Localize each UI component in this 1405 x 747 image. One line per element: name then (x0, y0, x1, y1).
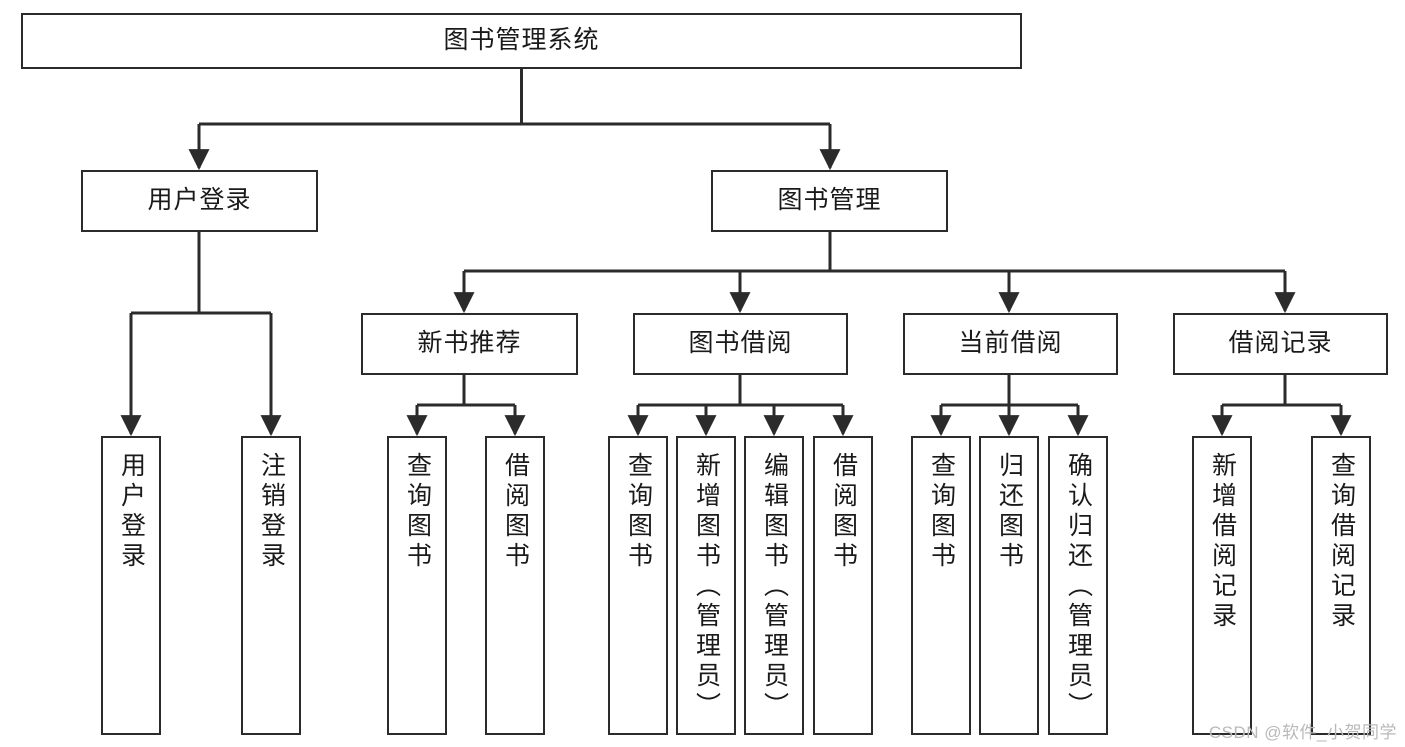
node-label: 图书管理 (777, 186, 882, 215)
node-user-login[interactable]: 用户登录 (81, 170, 318, 232)
node-label: 编辑图书（管理员） (760, 452, 789, 722)
node-label: 查询图书 (927, 452, 956, 572)
node-current-borrow[interactable]: 当前借阅 (903, 313, 1118, 375)
leaf-borrow-record-query[interactable]: 查询借阅记录 (1311, 436, 1371, 735)
node-label: 用户登录 (147, 186, 252, 215)
leaf-user-login-logout[interactable]: 注销登录 (241, 436, 301, 735)
node-label: 归还图书 (995, 452, 1024, 572)
leaf-current-borrow-query[interactable]: 查询图书 (911, 436, 971, 735)
node-label: 新增图书（管理员） (692, 452, 721, 722)
leaf-book-borrow-add[interactable]: 新增图书（管理员） (676, 436, 736, 735)
leaf-user-login-login[interactable]: 用户登录 (101, 436, 161, 735)
node-label: 当前借阅 (958, 329, 1063, 358)
node-borrow-record[interactable]: 借阅记录 (1173, 313, 1388, 375)
leaf-book-borrow-edit[interactable]: 编辑图书（管理员） (744, 436, 804, 735)
node-new-book-recommend[interactable]: 新书推荐 (361, 313, 578, 375)
node-label: 查询图书 (624, 452, 653, 572)
node-label: 新书推荐 (417, 329, 522, 358)
node-label: 新增借阅记录 (1208, 452, 1237, 632)
leaf-current-borrow-confirm-return[interactable]: 确认归还（管理员） (1048, 436, 1108, 735)
node-label: 图书管理系统 (443, 26, 600, 55)
node-label: 借阅记录 (1228, 329, 1333, 358)
leaf-book-borrow-borrow[interactable]: 借阅图书 (813, 436, 873, 735)
node-book-management[interactable]: 图书管理 (711, 170, 948, 232)
node-label: 确认归还（管理员） (1064, 452, 1093, 722)
node-label: 借阅图书 (829, 452, 858, 572)
node-label: 用户登录 (117, 452, 146, 572)
node-root-book-management-system[interactable]: 图书管理系统 (21, 13, 1022, 69)
node-label: 借阅图书 (501, 452, 530, 572)
node-label: 注销登录 (257, 452, 286, 572)
leaf-new-book-query[interactable]: 查询图书 (387, 436, 447, 735)
node-label: 查询图书 (403, 452, 432, 572)
leaf-current-borrow-return[interactable]: 归还图书 (979, 436, 1039, 735)
csdn-watermark: CSDN @软件_小贺同学 (1208, 723, 1397, 742)
node-label: 图书借阅 (688, 329, 793, 358)
leaf-new-book-borrow[interactable]: 借阅图书 (485, 436, 545, 735)
leaf-book-borrow-query[interactable]: 查询图书 (608, 436, 668, 735)
node-book-borrow[interactable]: 图书借阅 (633, 313, 848, 375)
node-label: 查询借阅记录 (1327, 452, 1356, 632)
leaf-borrow-record-add[interactable]: 新增借阅记录 (1192, 436, 1252, 735)
